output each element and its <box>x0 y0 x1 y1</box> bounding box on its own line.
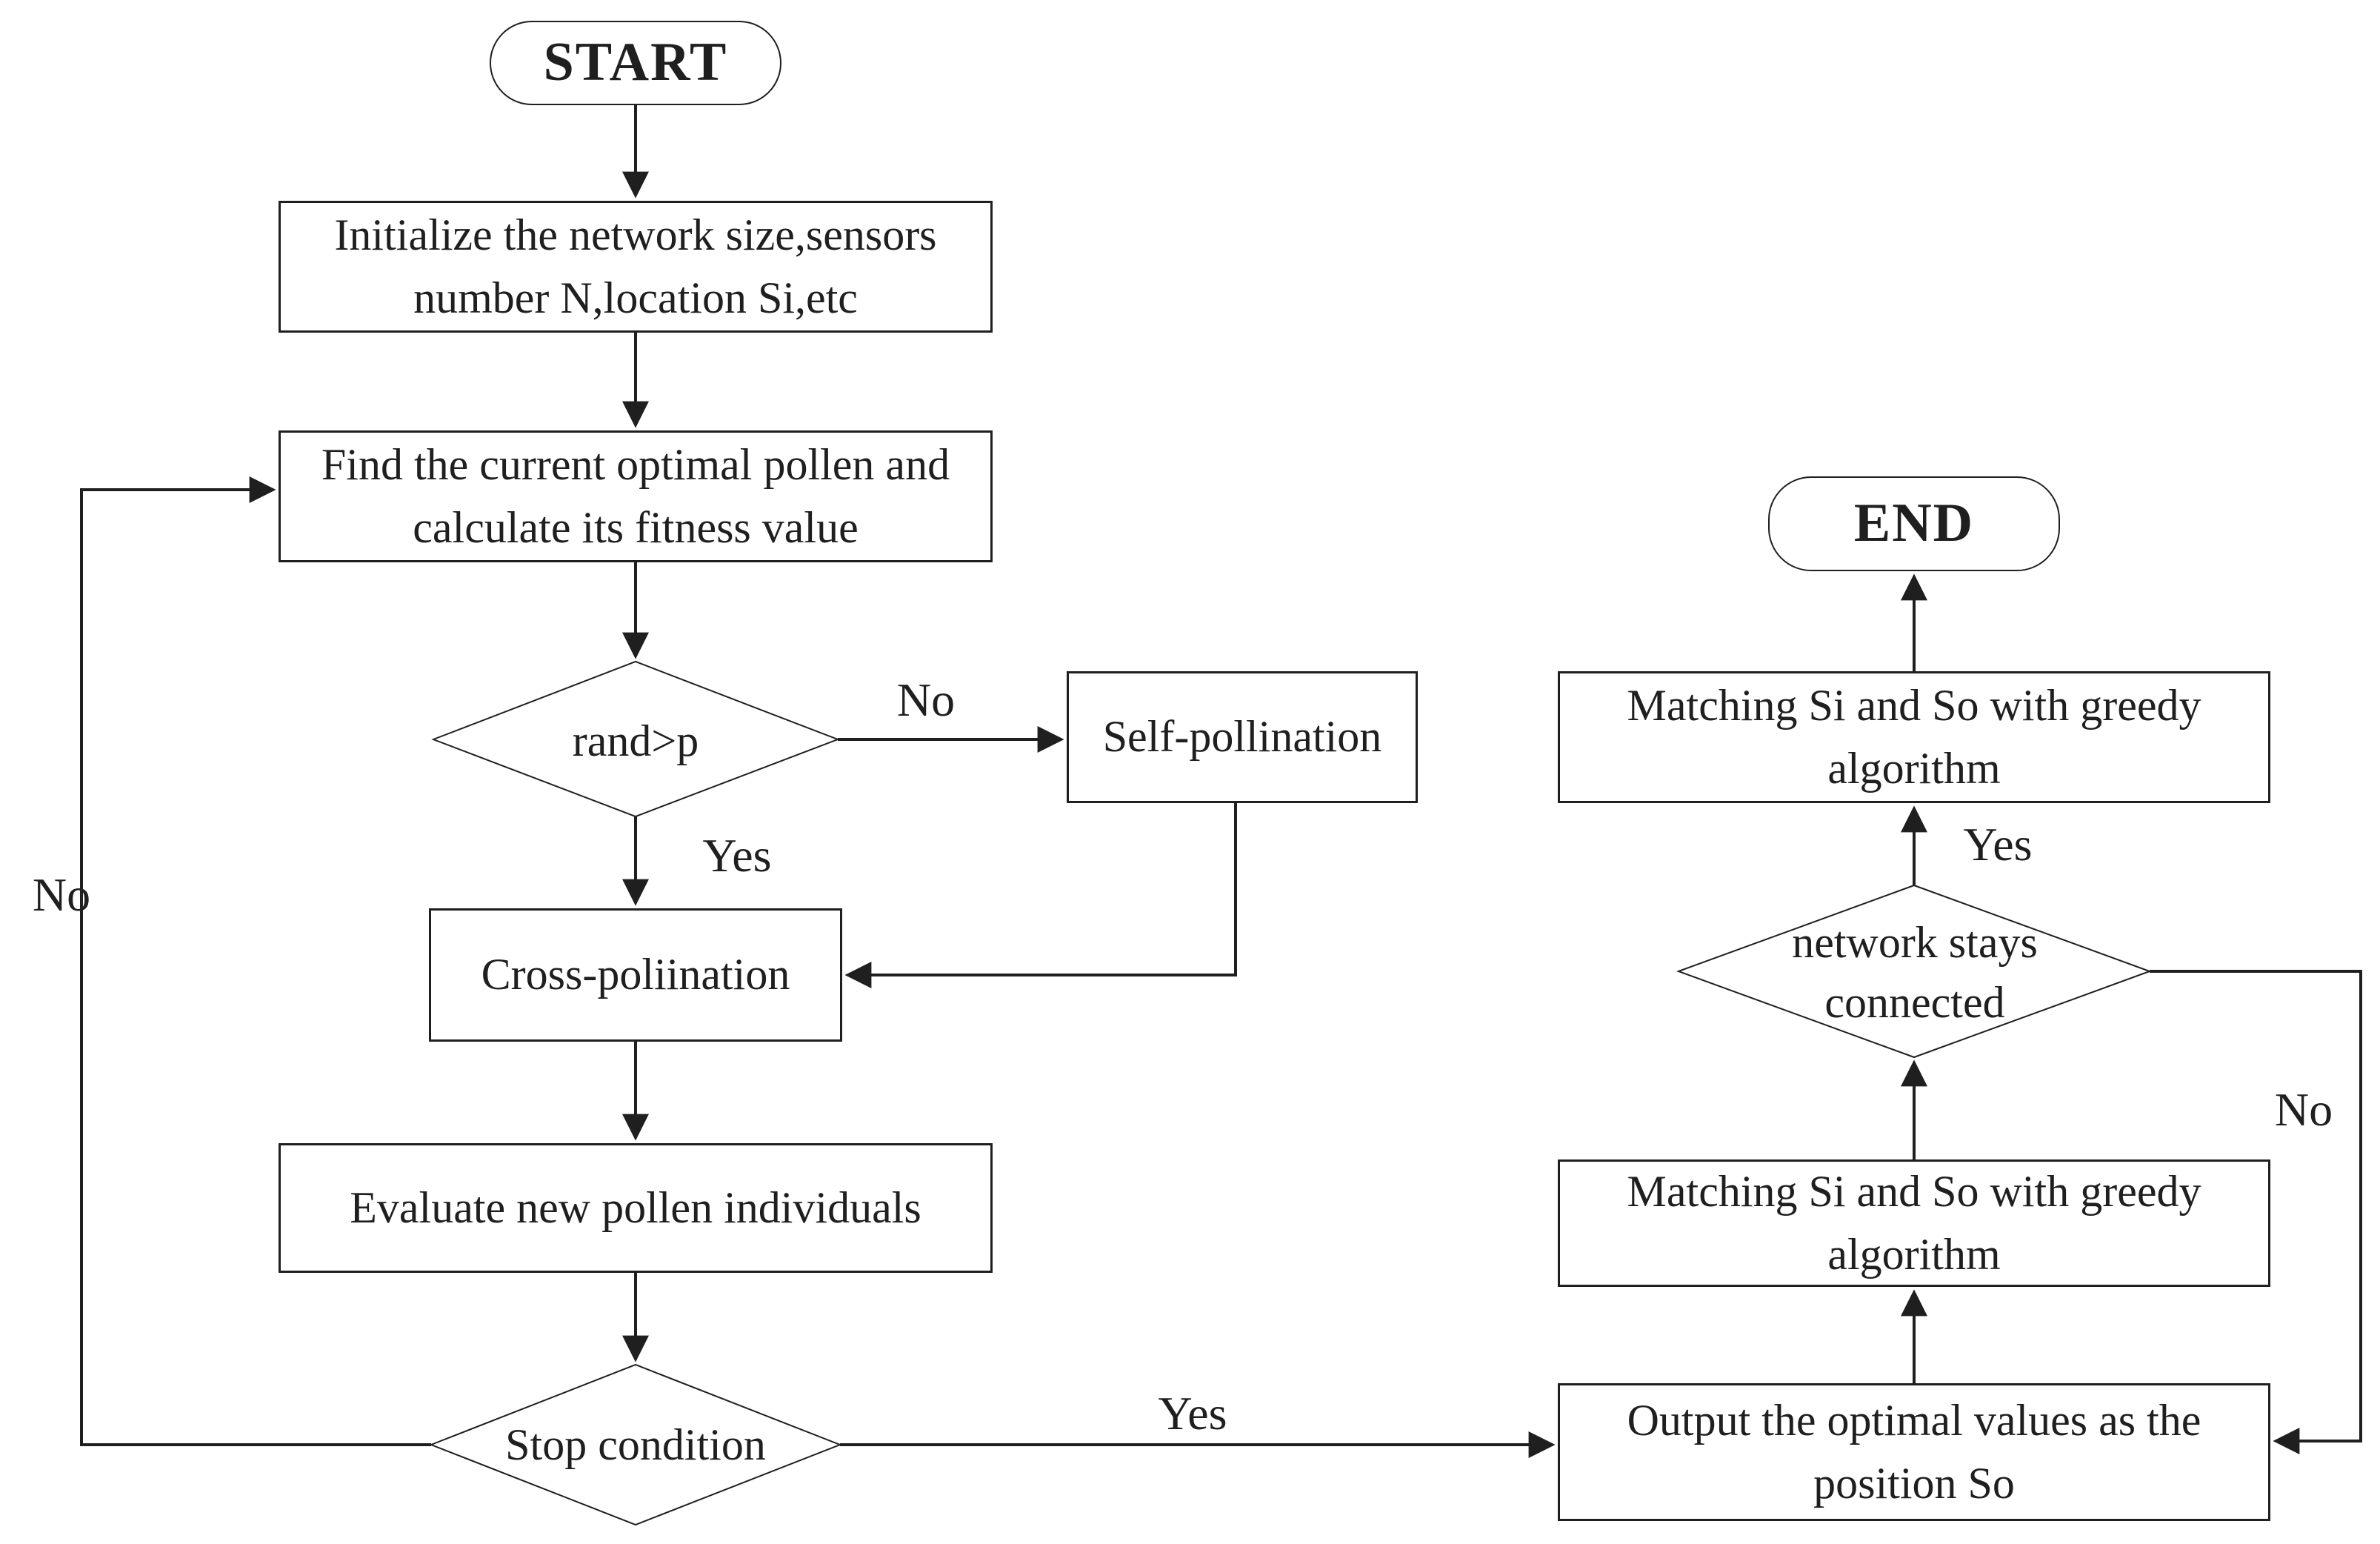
node-self-pollination: Self-pollination <box>1067 671 1418 803</box>
node-evaluate-pollen: Evaluate new pollen individuals <box>279 1143 993 1273</box>
edge-label-network-no: No <box>2274 1083 2333 1136</box>
edge-label-network-yes: Yes <box>1963 818 2033 871</box>
node-matching-greedy-upper-label: Matching Si and So with greedy algorithm <box>1627 680 2201 793</box>
decision-network-shape <box>1676 884 2152 1059</box>
decision-network-label: network stays connected <box>1792 917 2038 1027</box>
node-evaluate-pollen-label: Evaluate new pollen individuals <box>350 1182 921 1232</box>
edge-self-to-cross <box>844 803 1237 988</box>
edge-stop-no-loop-to-find <box>80 476 431 1446</box>
decision-stop-label: Stop condition <box>505 1420 766 1469</box>
edge-label-rand-no: No <box>896 673 956 726</box>
edge-label-stop-no: No <box>32 868 91 921</box>
node-matching-greedy-upper: Matching Si and So with greedy algorithm <box>1558 671 2270 803</box>
node-output-optimal: Output the optimal values as the positio… <box>1558 1383 2270 1521</box>
node-initialize: Initialize the network size,sensors numb… <box>279 201 993 333</box>
edge-label-stop-yes: Yes <box>1158 1387 1227 1440</box>
node-end: END <box>1768 476 2060 571</box>
node-self-pollination-label: Self-pollination <box>1102 712 1382 762</box>
edge-label-rand-yes: Yes <box>702 829 772 882</box>
node-cross-pollination-label: Cross-poliination <box>481 950 790 999</box>
decision-rand-label: rand>p <box>572 716 699 765</box>
node-cross-pollination: Cross-poliination <box>429 908 842 1042</box>
node-matching-greedy-lower-label: Matching Si and So with greedy algorithm <box>1627 1166 2201 1279</box>
node-start-label: START <box>543 32 728 93</box>
node-find-optimal-pollen: Find the current optimal pollen and calc… <box>279 430 993 562</box>
node-initialize-label: Initialize the network size,sensors numb… <box>334 210 937 322</box>
node-find-optimal-pollen-label: Find the current optimal pollen and calc… <box>321 439 950 552</box>
node-matching-greedy-lower: Matching Si and So with greedy algorithm <box>1558 1159 2270 1287</box>
node-start: START <box>490 21 781 105</box>
decision-rand-shape <box>431 660 840 818</box>
node-end-label: END <box>1853 493 1975 554</box>
node-output-optimal-label: Output the optimal values as the positio… <box>1627 1395 2201 1508</box>
decision-stop-shape <box>429 1363 842 1526</box>
